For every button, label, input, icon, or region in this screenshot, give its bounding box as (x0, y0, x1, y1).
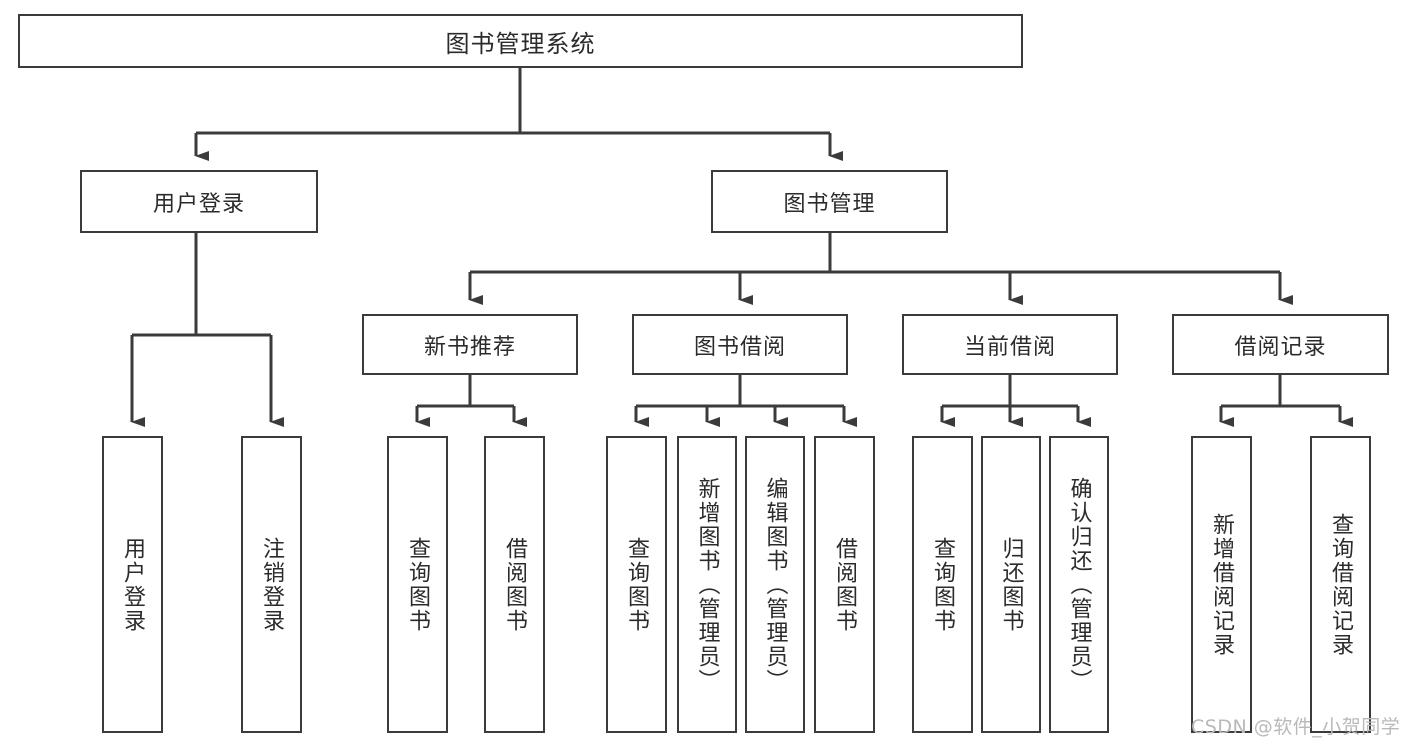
leaf-borrow-do-borrow[interactable]: 借阅图书 (814, 436, 875, 733)
leaf-label: 新增图书（管理员） (694, 476, 720, 693)
leaf-user-logout[interactable]: 注销登录 (241, 436, 302, 733)
leaf-current-return-book[interactable]: 归还图书 (981, 436, 1041, 733)
leaf-borrow-query-book[interactable]: 查询图书 (606, 436, 667, 733)
leaf-label: 编辑图书（管理员） (762, 476, 788, 693)
leaf-current-confirm-return-admin[interactable]: 确认归还（管理员） (1049, 436, 1109, 733)
leaf-label: 归还图书 (998, 536, 1024, 633)
node-book-management[interactable]: 图书管理 (711, 170, 948, 233)
leaf-record-add-borrow-record[interactable]: 新增借阅记录 (1191, 436, 1252, 733)
leaf-label: 借阅图书 (502, 536, 528, 633)
leaf-label: 用户登录 (120, 536, 146, 633)
leaf-borrow-edit-book-admin[interactable]: 编辑图书（管理员） (745, 436, 805, 733)
csdn-watermark: CSDN @软件_小贺同学 (1191, 716, 1401, 738)
leaf-label: 确认归还（管理员） (1066, 476, 1092, 693)
leaf-label: 查询图书 (930, 536, 956, 633)
leaf-record-query-borrow-record[interactable]: 查询借阅记录 (1310, 436, 1371, 733)
node-user-login[interactable]: 用户登录 (80, 170, 318, 233)
node-new-book-recommend[interactable]: 新书推荐 (362, 314, 578, 375)
leaf-label: 借阅图书 (832, 536, 858, 633)
leaf-current-query-book[interactable]: 查询图书 (912, 436, 973, 733)
node-root-system[interactable]: 图书管理系统 (18, 14, 1023, 68)
leaf-label: 查询借阅记录 (1328, 512, 1354, 657)
leaf-recommend-borrow-book[interactable]: 借阅图书 (484, 436, 545, 733)
leaf-recommend-query-book[interactable]: 查询图书 (387, 436, 448, 733)
leaf-borrow-add-book-admin[interactable]: 新增图书（管理员） (677, 436, 737, 733)
node-current-borrow[interactable]: 当前借阅 (902, 314, 1118, 375)
node-book-borrow[interactable]: 图书借阅 (632, 314, 848, 375)
leaf-label: 注销登录 (259, 536, 285, 633)
leaf-label: 新增借阅记录 (1209, 512, 1235, 657)
leaf-user-login[interactable]: 用户登录 (102, 436, 163, 733)
node-borrow-record[interactable]: 借阅记录 (1172, 314, 1389, 375)
leaf-label: 查询图书 (624, 536, 650, 633)
leaf-label: 查询图书 (405, 536, 431, 633)
